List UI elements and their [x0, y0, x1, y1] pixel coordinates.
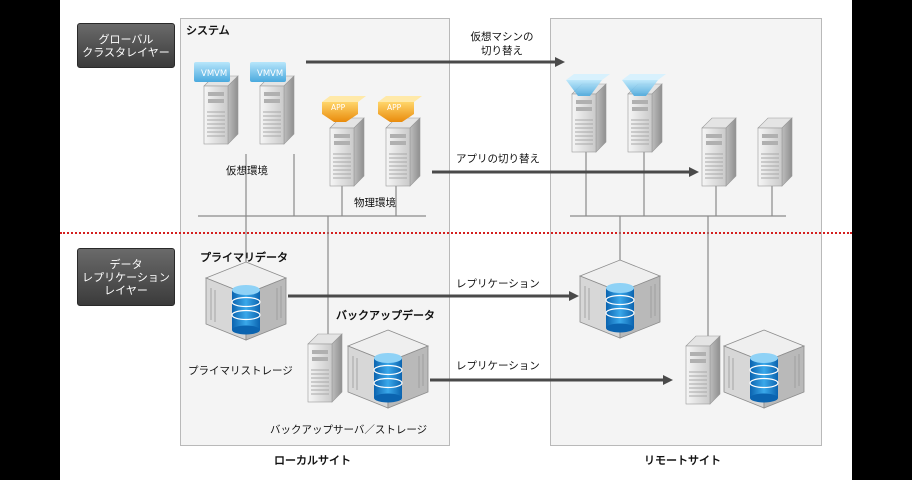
physical-env-label: 物理環境: [354, 197, 396, 209]
remote-backup-server-icon: [685, 335, 721, 405]
data-replication-layer-label: データ レプリケーション レイヤー: [77, 248, 175, 306]
local-site-caption: ローカルサイト: [274, 454, 351, 467]
diagram-canvas: グローバル クラスタレイヤー データ レプリケーション レイヤー: [60, 0, 852, 480]
svg-text:APP: APP: [387, 103, 402, 112]
primary-storage-label: プライマリストレージ: [188, 365, 293, 377]
app-badge-2: APP: [378, 96, 422, 122]
svg-text:VM: VM: [270, 69, 283, 79]
system-heading: システム: [186, 24, 230, 37]
backup-storage-icon: [347, 329, 429, 409]
vm-switch-label-line: 切り替え: [481, 45, 523, 57]
svg-text:VM: VM: [201, 69, 214, 79]
svg-text:APP: APP: [331, 103, 346, 112]
backup-data-heading: バックアップデータ: [336, 309, 435, 322]
app-switch-label: アプリの切り替え: [456, 153, 540, 165]
replication-label-1: レプリケーション: [456, 278, 540, 290]
vm-switch-label-line: 仮想マシンの: [470, 31, 534, 43]
remote-site-caption: リモートサイト: [644, 454, 721, 467]
backup-server-icon: [307, 333, 343, 403]
physical-server-1: [329, 117, 365, 187]
vm-server-1: [203, 75, 239, 145]
remote-physical-server-2: [757, 117, 793, 187]
primary-data-heading: プライマリデータ: [200, 251, 288, 264]
vm-badge-1: VM VM: [194, 62, 230, 82]
vm-badge-2: VM VM: [250, 62, 286, 82]
layer-label-line: データ: [109, 257, 143, 271]
svg-text:VM: VM: [257, 69, 270, 79]
layer-label-line: グローバル: [98, 32, 154, 46]
backup-server-storage-label: バックアップサーバ／ストレージ: [270, 424, 428, 436]
remote-backup-storage-icon: [723, 329, 805, 409]
layer-label-line: レプリケーション: [82, 270, 170, 284]
vm-server-2: [259, 75, 295, 145]
global-cluster-layer-label: グローバル クラスタレイヤー: [77, 23, 175, 68]
app-badge-1: APP: [322, 96, 366, 122]
virtual-env-label: 仮想環境: [226, 165, 268, 177]
primary-storage-icon: [205, 261, 287, 341]
layer-label-line: クラスタレイヤー: [82, 45, 170, 59]
vm-switch-label: 仮想マシンの 切り替え: [460, 30, 544, 58]
remote-primary-storage-icon: [579, 259, 661, 339]
layer-label-line: レイヤー: [104, 283, 148, 297]
replication-label-2: レプリケーション: [456, 360, 540, 372]
physical-server-2: [385, 117, 421, 187]
remote-physical-server-1: [701, 117, 737, 187]
layer-divider: [60, 232, 852, 234]
svg-text:VM: VM: [214, 69, 227, 79]
diagram-graphics: VM VM VM VM APP APP: [194, 57, 805, 409]
